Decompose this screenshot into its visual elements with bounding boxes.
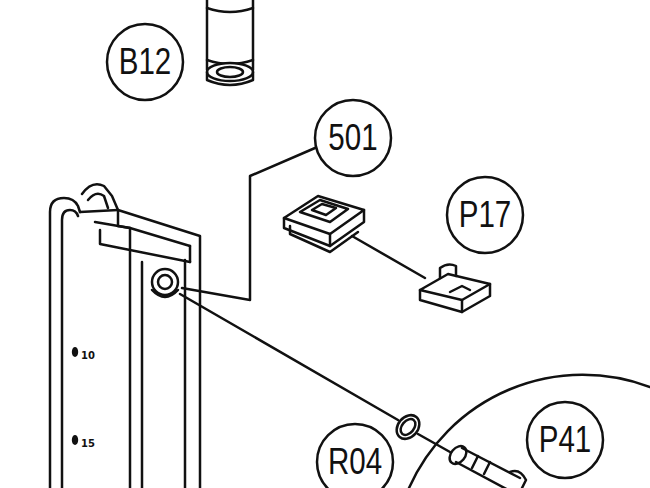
callout-number: P41 [539,422,592,458]
b12-part [207,0,253,85]
callout-number: R04 [328,444,382,480]
oring-part [392,411,424,444]
callout-circle [317,424,393,488]
leader-line [418,434,450,452]
capacity-mark: 15 [81,439,95,449]
leader-line [352,236,425,278]
detail-circle [409,375,650,488]
leader-line [182,148,315,300]
leader-line [180,294,398,420]
magazine [50,184,200,488]
callout-circle [107,24,183,100]
gasket-part [284,196,364,252]
callout-circle [527,402,603,478]
callout-number: 501 [328,120,377,156]
callout-circle [447,177,523,253]
callout-circle [315,100,391,176]
valve-part [446,443,526,488]
callout-number: B12 [119,44,172,80]
callout-number: P17 [459,197,512,233]
clip-part [420,264,490,312]
capacity-mark: 10 [81,351,95,361]
